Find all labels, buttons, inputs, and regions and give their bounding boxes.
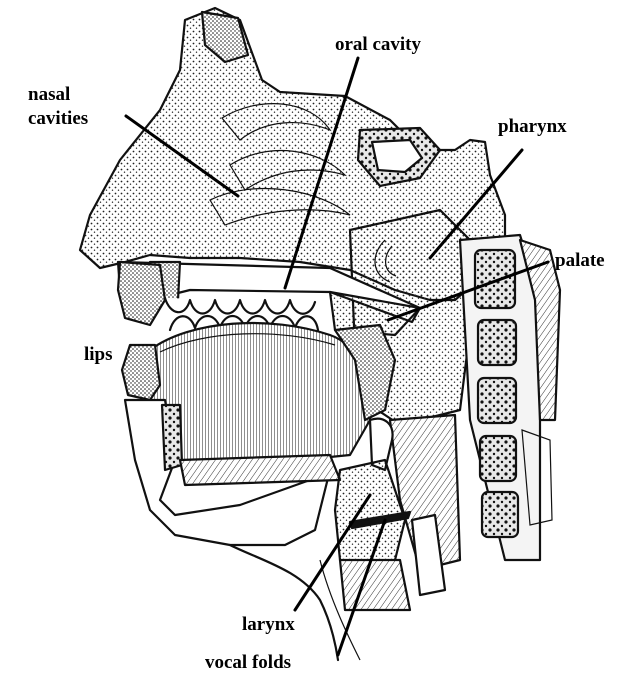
label-lips: lips bbox=[84, 344, 113, 365]
label-palate: palate bbox=[555, 250, 605, 271]
label-oral-cavity: oral cavity bbox=[335, 34, 422, 55]
cervical-spine bbox=[460, 235, 560, 560]
label-nasal-line2: cavities bbox=[28, 108, 88, 129]
neck-outline bbox=[230, 545, 338, 660]
label-vocal-folds: vocal folds bbox=[205, 652, 291, 673]
label-pharynx: pharynx bbox=[498, 116, 567, 137]
label-nasal-line1: nasal bbox=[28, 84, 70, 105]
upper-lip bbox=[118, 262, 165, 325]
upper-teeth bbox=[165, 298, 315, 314]
tongue bbox=[150, 323, 395, 465]
label-larynx: larynx bbox=[242, 614, 295, 635]
